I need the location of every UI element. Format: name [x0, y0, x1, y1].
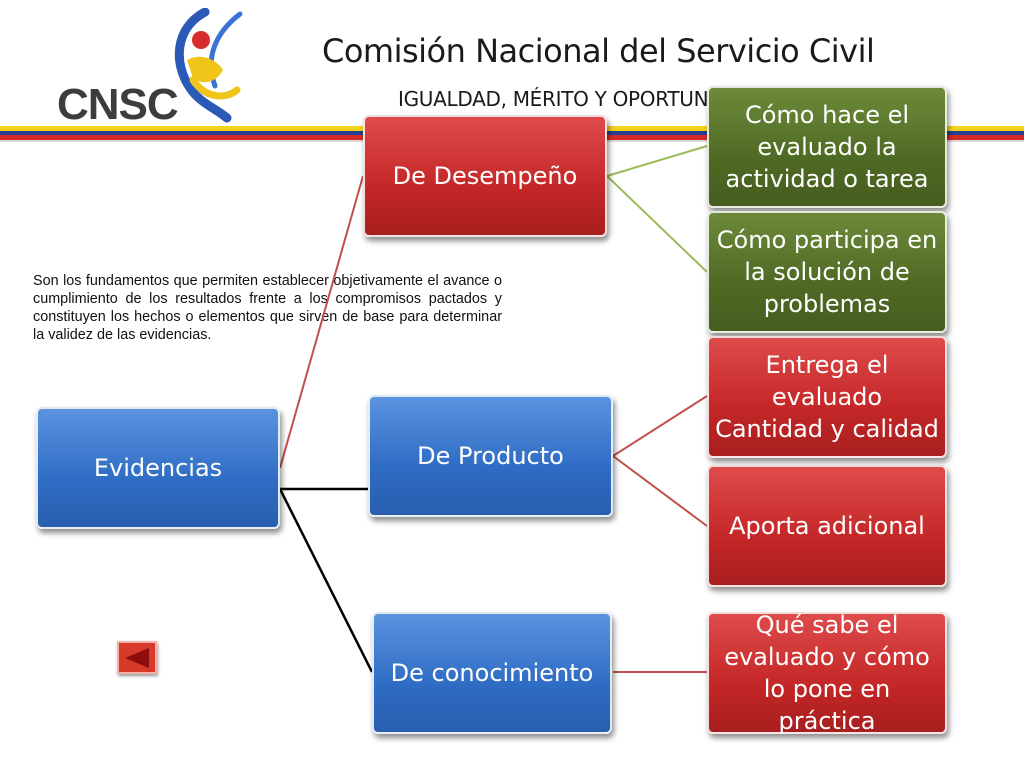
back-button[interactable]	[117, 641, 157, 674]
connector-desempeno-como-hace	[606, 145, 708, 177]
node-de-desempeno: De Desempeño	[363, 115, 607, 237]
node-de-conocimiento: De conocimiento	[372, 612, 612, 734]
triangle-left-icon	[125, 647, 149, 668]
page-subtitle: IGUALDAD, MÉRITO Y OPORTUNIDAD	[398, 87, 758, 111]
connector-desempeno-como-participa	[606, 175, 708, 273]
node-entrega: Entrega el evaluado Cantidad y calidad	[707, 336, 947, 458]
logo-text: CNSC	[57, 80, 179, 129]
connector-producto-aporta	[612, 455, 708, 527]
node-como-participa: Cómo participa en la solución de problem…	[707, 211, 947, 333]
description-text: Son los fundamentos que permiten estable…	[33, 273, 502, 343]
cnsc-logo-icon	[174, 8, 243, 123]
connector-producto-entrega	[612, 395, 708, 457]
connector-evidencias-desempeno	[279, 175, 364, 469]
node-evidencias: Evidencias	[36, 407, 280, 529]
node-aporta-adicional: Aporta adicional	[707, 465, 947, 587]
connector-evidencias-conocimiento	[278, 488, 374, 673]
node-que-sabe: Qué sabe el evaluado y cómo lo pone en p…	[707, 611, 947, 735]
node-como-hace: Cómo hace el evaluado la actividad o tar…	[707, 86, 947, 208]
page-title: Comisión Nacional del Servicio Civil	[322, 32, 875, 70]
node-de-producto: De Producto	[368, 395, 613, 517]
